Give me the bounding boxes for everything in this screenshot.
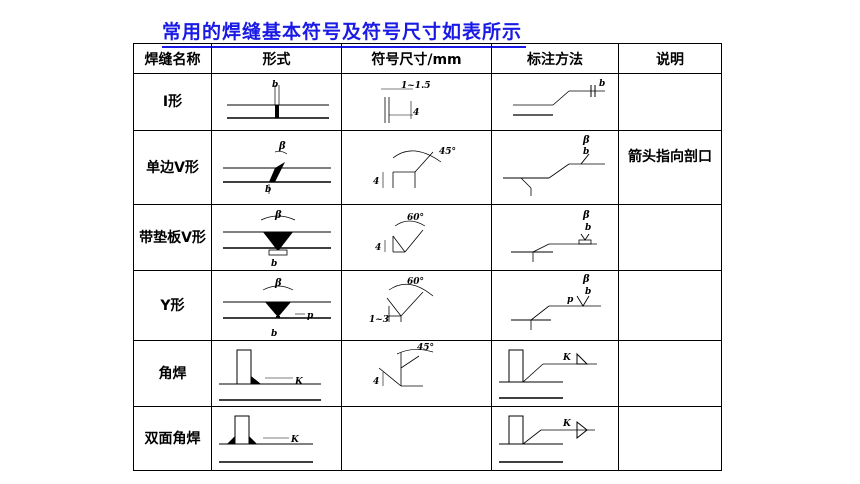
note-cell xyxy=(618,204,722,271)
mark-label-beta: β xyxy=(582,135,590,146)
header-marking: 标注方法 xyxy=(491,43,619,74)
form-drawing: β b xyxy=(211,204,342,271)
header-dimension: 符号尺寸/mm xyxy=(341,43,492,74)
dim-label-k: K xyxy=(294,377,304,387)
dim-label-gap: 1~1.5 xyxy=(401,81,430,91)
weld-name: 带垫板V形 xyxy=(133,204,212,271)
dimension-drawing: 60° 4 xyxy=(341,204,492,271)
mark-label-b: b xyxy=(599,79,605,89)
marking-drawing: β b xyxy=(491,130,619,205)
marking-drawing: β b p xyxy=(491,270,619,341)
table-row: Y形 β b p 60° 1~3 xyxy=(133,270,722,341)
dimension-drawing: 1~1.5 4 xyxy=(341,73,492,131)
form-drawing: K xyxy=(211,406,342,471)
dim-label-b: b xyxy=(265,185,271,195)
dim-label-beta: β xyxy=(278,141,286,152)
header-form: 形式 xyxy=(211,43,342,74)
weld-name: 双面角焊 xyxy=(133,406,212,471)
note-cell xyxy=(618,73,722,131)
dim-label-p: p xyxy=(307,311,314,321)
single-v-weld-form-figure: β b xyxy=(222,141,331,195)
table-header-row: 焊缝名称 形式 符号尺寸/mm 标注方法 说明 xyxy=(133,43,722,74)
dimension-drawing xyxy=(341,406,492,471)
table-row: 带垫板V形 β b 60° 4 xyxy=(133,204,722,271)
y-weld-marking-figure: β b p xyxy=(510,274,601,330)
i-weld-dimension-figure: 1~1.5 4 xyxy=(380,81,430,123)
single-v-weld-dimension-figure: 45° 4 xyxy=(373,147,456,188)
dim-label-height: 4 xyxy=(373,177,379,187)
weld-symbol-table: 焊缝名称 形式 符号尺寸/mm 标注方法 说明 I形 b xyxy=(133,43,722,471)
note-cell xyxy=(618,340,722,407)
marking-drawing: b xyxy=(491,73,619,131)
dim-label-height: 4 xyxy=(373,377,379,387)
table-row: I形 b 1~1.5 4 xyxy=(133,73,722,131)
fillet-weld-marking-figure: K xyxy=(498,349,597,399)
marking-drawing: K xyxy=(491,406,619,471)
double-fillet-weld-form-figure: K xyxy=(218,415,313,463)
note-cell xyxy=(618,406,722,471)
marking-drawing: β b xyxy=(491,204,619,271)
weld-name: I形 xyxy=(133,73,212,131)
form-drawing: b xyxy=(211,73,342,131)
backed-v-weld-form-figure: β b xyxy=(222,210,331,269)
double-fillet-weld-marking-figure: K xyxy=(498,415,595,463)
weld-name: 角焊 xyxy=(133,340,212,407)
fillet-weld-form-figure: K xyxy=(218,349,321,401)
dim-label-b: b xyxy=(272,80,278,90)
note-cell: 箭头指向剖口 xyxy=(618,130,722,205)
dim-label-b: b xyxy=(271,329,277,339)
i-weld-form-figure: b xyxy=(226,80,329,119)
fillet-weld-dimension-figure: 45° 4 xyxy=(373,343,434,387)
header-note: 说明 xyxy=(618,43,722,74)
marking-drawing: K xyxy=(491,340,619,407)
dim-label-k: K xyxy=(290,435,300,445)
mark-label-b: b xyxy=(585,287,591,297)
single-v-weld-marking-figure: β b xyxy=(502,135,605,196)
dim-label-height: 4 xyxy=(375,243,381,253)
mark-label-k: K xyxy=(562,353,572,363)
backed-v-weld-marking-figure: β b xyxy=(510,210,597,262)
dim-label-beta: β xyxy=(274,210,282,221)
dim-label-beta: β xyxy=(274,278,282,289)
form-drawing: β b p xyxy=(211,270,342,341)
dimension-drawing: 45° 4 xyxy=(341,340,492,407)
table-row: 角焊 K 45° 4 xyxy=(133,340,722,407)
table-row: 单边V形 β b 45° 4 xyxy=(133,130,722,205)
mark-label-b: b xyxy=(583,147,589,157)
dim-label-angle: 60° xyxy=(407,213,424,223)
mark-label-k: K xyxy=(562,419,572,429)
mark-label-beta: β xyxy=(582,274,590,285)
table-row: 双面角焊 K K xyxy=(133,406,722,471)
mark-label-beta: β xyxy=(582,210,590,221)
weld-name: Y形 xyxy=(133,270,212,341)
dim-label-b: b xyxy=(271,259,277,269)
form-drawing: β b xyxy=(211,130,342,205)
dimension-drawing: 45° 4 xyxy=(341,130,492,205)
backed-v-weld-dimension-figure: 60° 4 xyxy=(375,213,425,253)
dim-label-angle: 45° xyxy=(417,343,434,353)
dim-label-height: 1~3 xyxy=(369,315,389,325)
y-weld-form-figure: β b p xyxy=(222,278,331,339)
form-drawing: K xyxy=(211,340,342,407)
note-cell xyxy=(618,270,722,341)
dim-label-angle: 60° xyxy=(407,277,424,287)
header-name: 焊缝名称 xyxy=(133,43,212,74)
i-weld-marking-figure: b xyxy=(512,79,605,116)
mark-label-b: b xyxy=(585,223,591,233)
weld-name: 单边V形 xyxy=(133,130,212,205)
dimension-drawing: 60° 1~3 xyxy=(341,270,492,341)
y-weld-dimension-figure: 60° 1~3 xyxy=(369,277,433,325)
dim-label-angle: 45° xyxy=(439,147,456,157)
dim-label-height: 4 xyxy=(413,108,419,118)
mark-label-p: p xyxy=(567,295,574,305)
